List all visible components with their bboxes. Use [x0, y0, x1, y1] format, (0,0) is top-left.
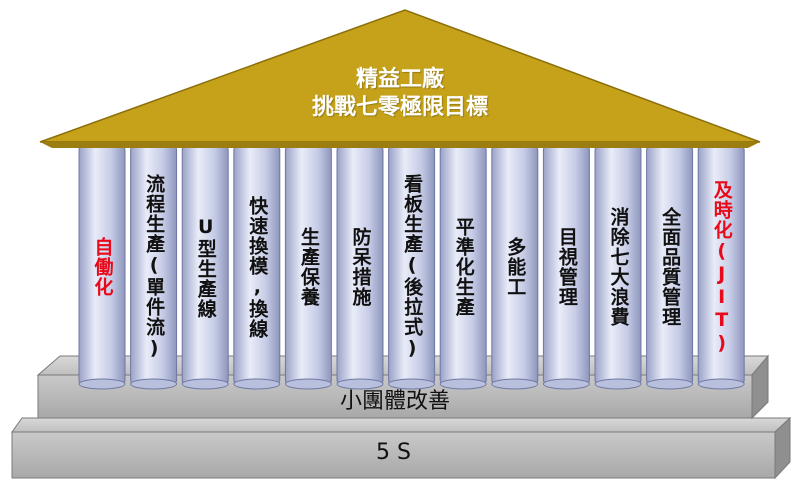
pillar-label-5: 防呆措施: [349, 227, 372, 307]
pillar-label-10: 消除七大浪費: [607, 207, 630, 327]
roof-title-line1: 精益工廠: [355, 67, 444, 92]
lower-step-face: [11, 431, 776, 479]
pillar-label-1: 流程生產(單件流): [143, 174, 166, 360]
lower-step-top: [11, 417, 792, 433]
pillar-label-4: 生產保養: [297, 227, 320, 307]
pillar-label-3: 快速換模,換線: [246, 195, 269, 339]
pillar-base-10: [594, 378, 642, 390]
pillar-label-11: 全面品質管理: [659, 207, 682, 327]
pillar-label-12: 及時化(JIT): [710, 179, 733, 355]
pillar-base-4: [284, 378, 332, 390]
pillar-label-2: U型生產線: [194, 215, 217, 319]
upper-step-side: [751, 354, 769, 420]
roof-shadow: [40, 142, 760, 148]
pillar-base-3: [233, 378, 281, 390]
pillar-base-11: [646, 378, 694, 390]
pillar-group: [78, 145, 745, 390]
pillar-base-9: [542, 378, 590, 390]
pillar-base-6: [388, 378, 436, 390]
pillar-label-9: 目視管理: [555, 227, 578, 307]
pillar-base-1: [130, 378, 178, 390]
pillar-base-5: [336, 378, 384, 390]
pillar-base-8: [491, 378, 539, 390]
pillar-base-7: [439, 378, 487, 390]
pillar-label-7: 平準化生產: [452, 217, 475, 317]
pillar-base-12: [697, 378, 745, 390]
roof-title-line2: 挑戰七零極限目標: [311, 95, 488, 120]
pillar-base-0: [78, 378, 126, 390]
pillar-label-6: 看板生產(後拉式): [401, 174, 424, 360]
pillar-label-8: 多能工: [504, 237, 527, 297]
pillar-label-0: 自働化: [91, 237, 114, 297]
pillar-base-2: [181, 378, 229, 390]
lower-step-side: [774, 416, 791, 480]
upper-step-label: 小團體改善: [339, 389, 450, 414]
lower-step-label: 5 S: [376, 440, 411, 465]
